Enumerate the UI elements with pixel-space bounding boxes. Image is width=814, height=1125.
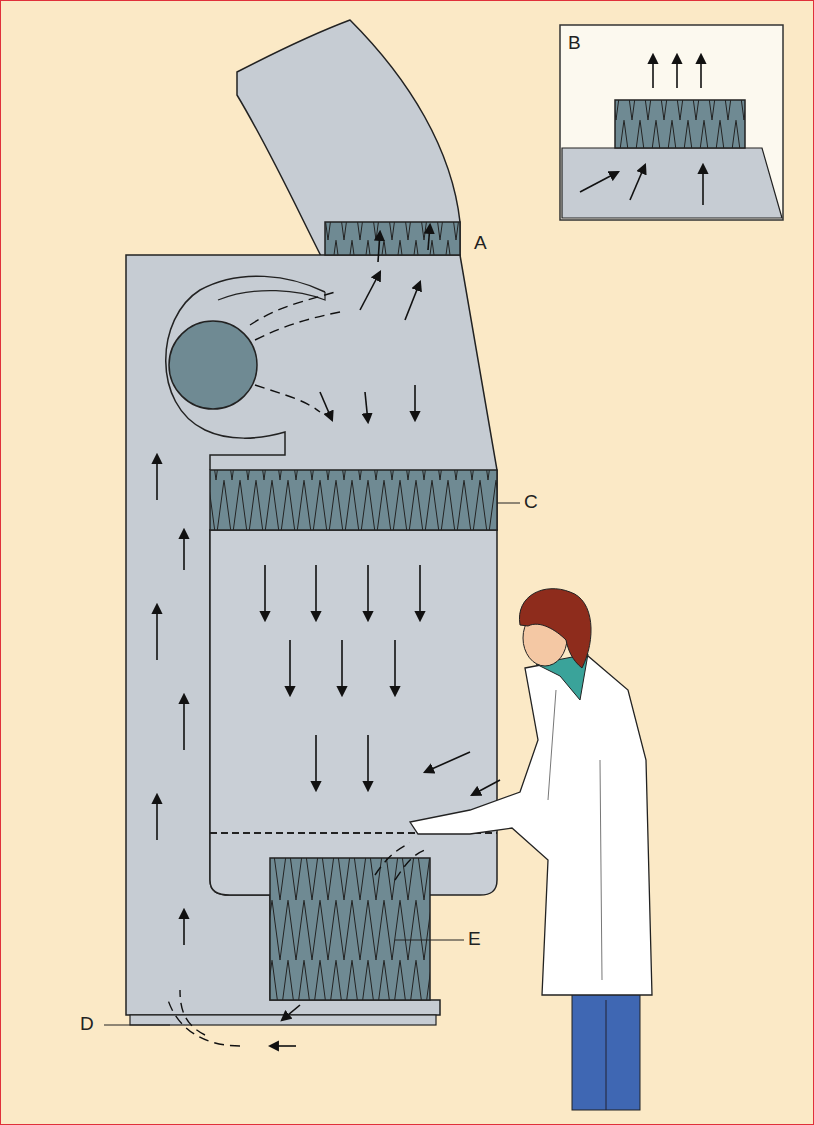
part-letter: C — [524, 492, 538, 513]
inset-panel: B — [560, 25, 783, 220]
part-letter: A — [474, 233, 487, 254]
part-letter: E — [468, 929, 481, 950]
part-letter: D — [80, 1014, 94, 1035]
inset-letter: B — [568, 33, 775, 54]
